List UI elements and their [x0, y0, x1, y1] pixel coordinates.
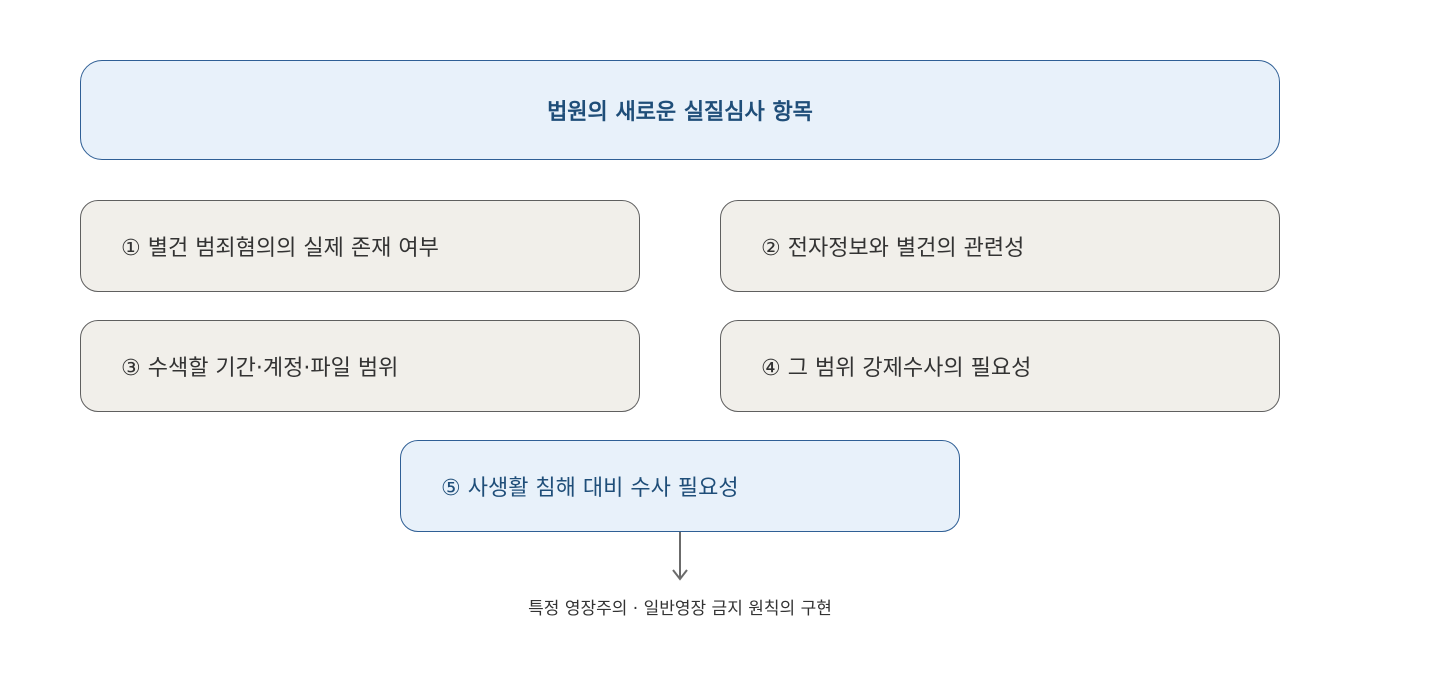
- review-item-label: ⑤ 사생활 침해 대비 수사 필요성: [441, 476, 739, 501]
- review-item-1: ① 별건 범죄혐의의 실제 존재 여부: [80, 200, 640, 292]
- header-box: 법원의 새로운 실질심사 항목: [80, 60, 1280, 160]
- review-item-2: ② 전자정보와 별건의 관련성: [720, 200, 1280, 292]
- review-item-4: ④ 그 범위 강제수사의 필요성: [720, 320, 1280, 412]
- review-item-label: ① 별건 범죄혐의의 실제 존재 여부: [121, 236, 439, 261]
- review-item-5: ⑤ 사생활 침해 대비 수사 필요성: [400, 440, 960, 532]
- review-item-label: ④ 그 범위 강제수사의 필요성: [761, 356, 1032, 381]
- review-item-label: ③ 수색할 기간·계정·파일 범위: [121, 356, 399, 381]
- review-item-label: ② 전자정보와 별건의 관련성: [761, 236, 1025, 261]
- down-arrow-icon: [672, 532, 688, 581]
- review-item-3: ③ 수색할 기간·계정·파일 범위: [80, 320, 640, 412]
- result-text: 특정 영장주의 · 일반영장 금지 원칙의 구현: [528, 599, 832, 619]
- header-title: 법원의 새로운 실질심사 항목: [547, 100, 813, 125]
